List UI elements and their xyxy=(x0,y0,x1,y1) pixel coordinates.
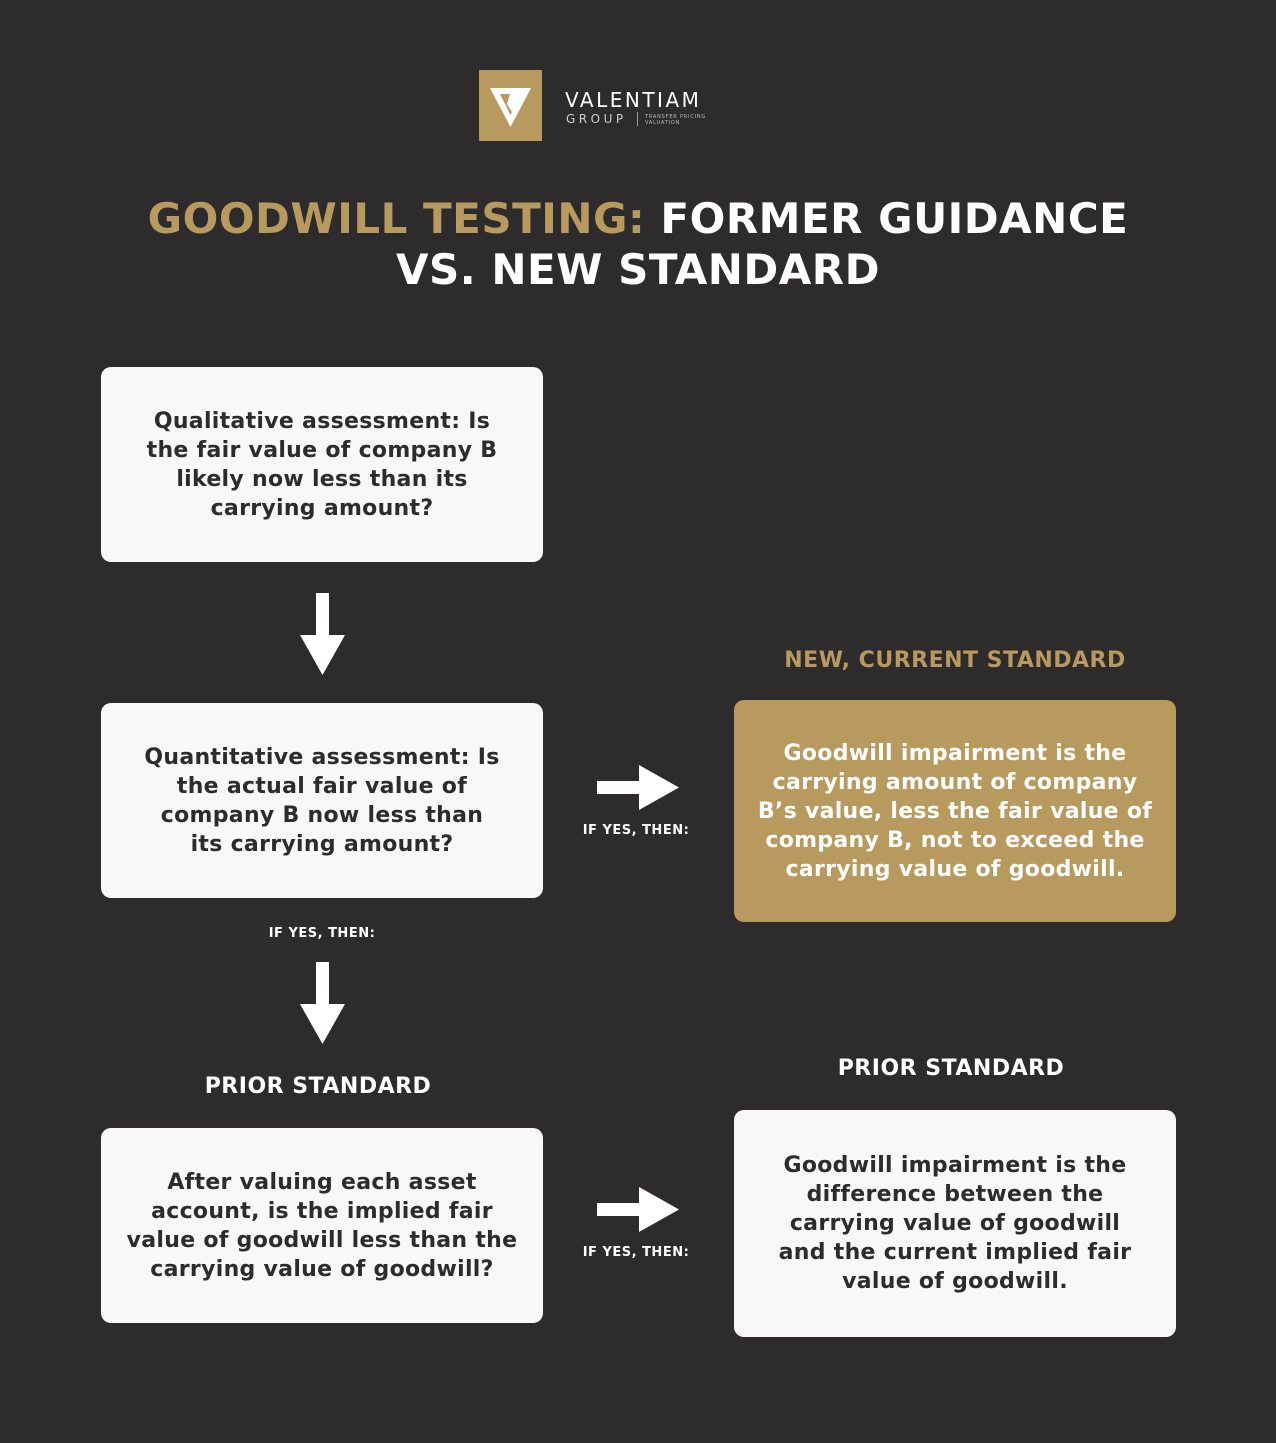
box-text-line: company B now less than xyxy=(160,802,484,828)
box-text-line: the fair value of company B xyxy=(146,437,498,463)
box-text-line: After valuing each asset xyxy=(167,1169,477,1195)
title-rest: FORMER GUIDANCE xyxy=(660,194,1129,243)
brand-divider xyxy=(637,112,638,126)
box-text-line: B’s value, less the fair value of xyxy=(757,798,1153,824)
new-standard-result-box: Goodwill impairment is the carrying amou… xyxy=(734,700,1176,922)
prior-standard-result-box: Goodwill impairment is the difference be… xyxy=(734,1110,1176,1337)
brand-tagline-1: TRANSFER PRICING xyxy=(645,114,707,120)
box-text-line: difference between the xyxy=(806,1182,1104,1207)
logo-v-icon xyxy=(490,88,531,127)
box-text-line: Quantitative assessment: Is xyxy=(144,744,500,770)
box-text-line: Goodwill impairment is the xyxy=(783,740,1127,766)
box-text-line: Goodwill impairment is the xyxy=(783,1153,1127,1178)
box-text-line: carrying value of goodwill? xyxy=(150,1256,494,1282)
arrow-right-icon xyxy=(597,1187,679,1232)
title-highlight: GOODWILL TESTING: xyxy=(147,194,646,243)
box-text-line: account, is the implied fair xyxy=(151,1198,493,1224)
logo-mark xyxy=(479,70,542,141)
brand-tagline-2: VALUATION xyxy=(645,120,681,126)
prior-standard-label: PRIOR STANDARD xyxy=(837,1056,1065,1081)
if-yes-label: IF YES, THEN: xyxy=(582,1245,690,1260)
box-text-line: and the current implied fair xyxy=(778,1240,1132,1265)
new-standard-label: NEW, CURRENT STANDARD xyxy=(784,648,1126,673)
box-text-line: value of goodwill less than the xyxy=(126,1227,518,1253)
brand-name: VALENTIAM xyxy=(565,88,702,112)
box-text-line: the actual fair value of xyxy=(176,773,468,799)
box-text-line: company B, not to exceed the xyxy=(765,827,1145,853)
box-text-line: carrying value of goodwill xyxy=(789,1211,1121,1236)
qualitative-assessment-box: Qualitative assessment: Is the fair valu… xyxy=(101,367,543,562)
if-yes-label: IF YES, THEN: xyxy=(582,823,690,838)
box-text-line: carrying value of goodwill. xyxy=(785,856,1125,882)
arrow-down-icon xyxy=(300,593,345,675)
box-text-line: its carrying amount? xyxy=(190,831,454,857)
quantitative-assessment-box: Quantitative assessment: Is the actual f… xyxy=(101,703,543,898)
arrow-down-icon xyxy=(300,962,345,1044)
prior-test-box: After valuing each asset account, is the… xyxy=(101,1128,543,1323)
box-text-line: Qualitative assessment: Is xyxy=(153,408,491,434)
page-title-line-2: VS. NEW STANDARD xyxy=(396,245,880,294)
box-text-line: carrying amount? xyxy=(210,495,434,521)
prior-standard-label: PRIOR STANDARD xyxy=(204,1074,432,1099)
box-text-line: carrying amount of company xyxy=(772,769,1138,795)
page-title: GOODWILL TESTING: FORMER GUIDANCE xyxy=(0,194,1276,243)
brand-sub: GROUP xyxy=(566,112,627,126)
box-text-line: value of goodwill. xyxy=(842,1269,1068,1294)
arrow-right-icon xyxy=(597,765,679,810)
box-text-line: likely now less than its xyxy=(176,466,468,492)
if-yes-label: IF YES, THEN: xyxy=(268,926,376,941)
